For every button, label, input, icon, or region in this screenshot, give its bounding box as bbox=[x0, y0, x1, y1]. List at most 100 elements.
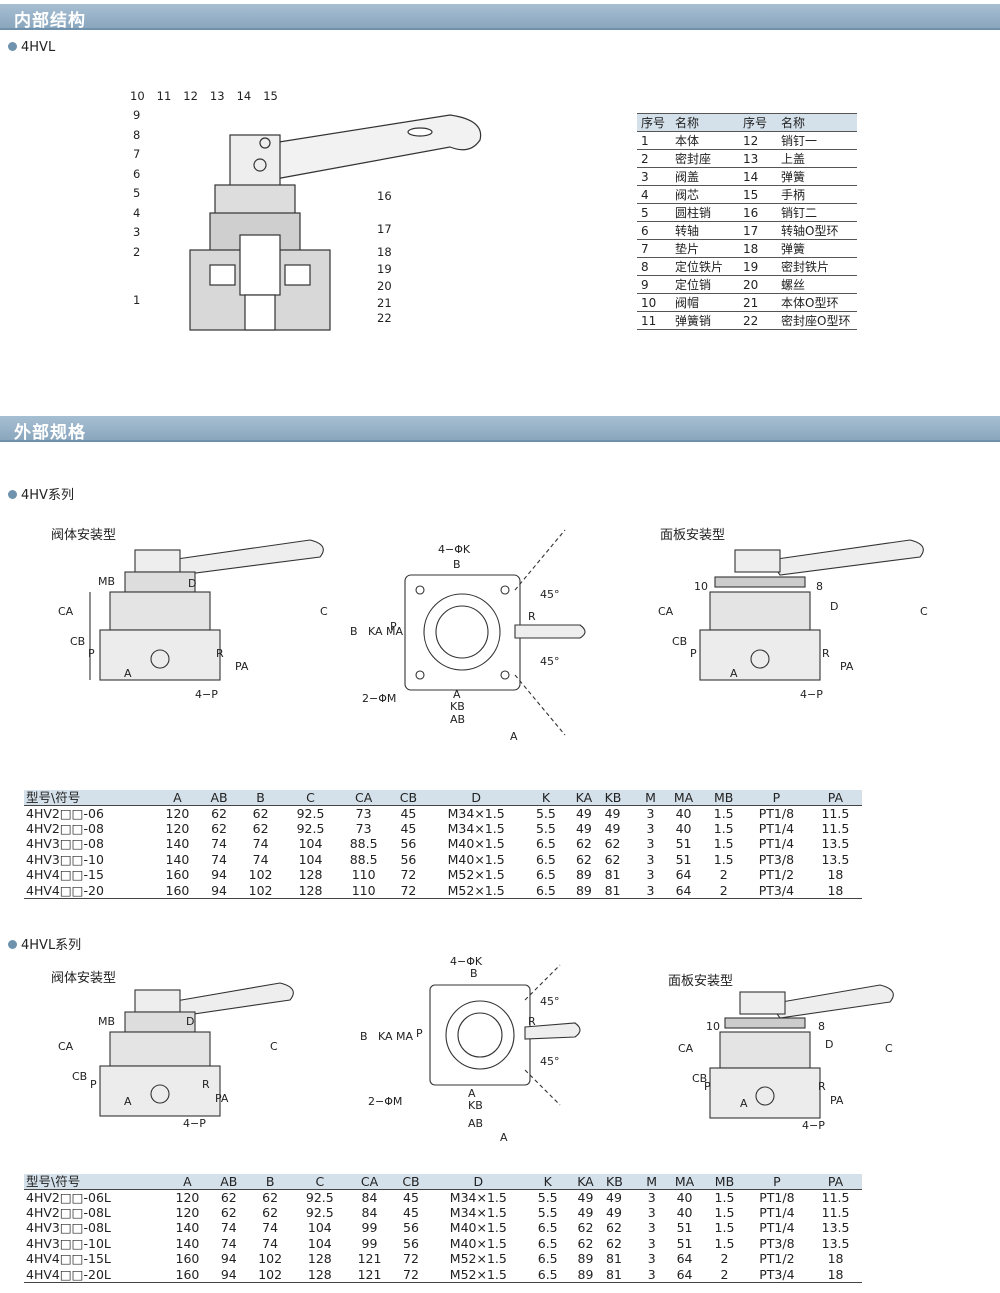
table-cell: PT1/4 bbox=[759, 1204, 795, 1220]
table-cell: 11 bbox=[637, 311, 671, 330]
spec-header-cell: P bbox=[744, 1174, 810, 1190]
spec-header-cell: CB bbox=[392, 1174, 430, 1190]
table-cell: 3 bbox=[646, 836, 655, 852]
table-cell: 2 bbox=[720, 1251, 729, 1267]
table-cell: 密封座 bbox=[671, 149, 739, 168]
table-cell: 3 bbox=[647, 1235, 656, 1251]
table-cell: 40 bbox=[675, 805, 692, 821]
dim-p: P bbox=[704, 1080, 711, 1093]
table-cell: 128 bbox=[307, 1251, 332, 1267]
table-cell: 128 bbox=[284, 883, 338, 899]
dim-p: P bbox=[88, 647, 95, 660]
dim-r: R bbox=[202, 1078, 210, 1091]
callout-number: 14 bbox=[236, 89, 252, 103]
subtitle-4hvl: 4HVL bbox=[8, 40, 55, 55]
spec-header-cell: M bbox=[638, 1174, 665, 1190]
table-cell: 84 bbox=[361, 1189, 378, 1205]
dim-port: 4−P bbox=[802, 1119, 825, 1132]
dim-d: D bbox=[825, 1038, 833, 1051]
table-cell: 62 bbox=[577, 1235, 594, 1251]
table-cell: 94 bbox=[220, 1251, 237, 1267]
table-cell: 128 bbox=[298, 867, 323, 883]
table-cell: 8 bbox=[637, 257, 671, 276]
table-cell: 密封铁片 bbox=[777, 257, 857, 276]
dim-b-sym: B bbox=[470, 967, 478, 980]
table-cell: 89 bbox=[567, 1267, 604, 1283]
table-cell: 81 bbox=[601, 883, 638, 899]
table-cell: 72 bbox=[392, 1267, 430, 1283]
table-cell: 3 bbox=[637, 167, 671, 186]
table-cell: 160 bbox=[154, 883, 201, 899]
table-cell: 4HV2□□-08L bbox=[26, 1204, 111, 1220]
table-cell: 销钉二 bbox=[777, 203, 857, 222]
table-cell: 62 bbox=[604, 836, 621, 852]
table-cell: 120 bbox=[165, 805, 190, 821]
table-cell: 92.5 bbox=[296, 805, 325, 821]
table-cell: PT1/4 bbox=[758, 836, 795, 852]
callout-number: 8 bbox=[133, 127, 141, 142]
spec-header-cell: M bbox=[637, 790, 664, 806]
table-cell: 转轴 bbox=[671, 221, 739, 240]
4hv-body-mount-view: CA CB MB D P R PA 4−P C A bbox=[58, 539, 328, 701]
parts-header-cell: 名称 bbox=[777, 113, 857, 132]
dim-c: C bbox=[320, 605, 328, 618]
callout-number: 6 bbox=[133, 166, 141, 181]
table-cell: 45 bbox=[403, 1189, 419, 1205]
port-box-label: A bbox=[124, 667, 132, 680]
table-cell: 2 bbox=[703, 883, 744, 899]
table-cell: 62 bbox=[577, 1220, 594, 1236]
table-cell: 20 bbox=[739, 275, 777, 294]
table-cell: PT3/4 bbox=[744, 883, 809, 899]
callout-number: 19 bbox=[377, 262, 392, 276]
table-cell: 13.5 bbox=[821, 1235, 850, 1251]
dim-2m: 2−ΦM bbox=[362, 692, 396, 705]
table-cell: 64 bbox=[675, 867, 692, 883]
dim-d: D bbox=[188, 577, 196, 590]
spec-header-cell: D bbox=[429, 1174, 528, 1190]
table-cell: 螺丝 bbox=[777, 275, 857, 294]
table-cell: 4HV2□□-06L bbox=[26, 1189, 111, 1205]
table-cell: M34×1.5 bbox=[447, 820, 505, 836]
dim-45-bot: 45° bbox=[540, 655, 560, 668]
dim-r-top: R bbox=[528, 1015, 536, 1028]
table-cell: 3 bbox=[647, 1204, 656, 1220]
table-cell: 11.5 bbox=[821, 805, 850, 821]
table-cell: 140 bbox=[175, 1235, 200, 1251]
bullet-icon bbox=[8, 42, 17, 51]
table-cell: PT1/8 bbox=[758, 805, 795, 821]
callout-number: 1 bbox=[133, 292, 141, 307]
spec-header-cell: MB bbox=[703, 790, 744, 806]
table-cell: 62 bbox=[220, 1204, 237, 1220]
table-cell: 104 bbox=[307, 1220, 332, 1236]
dim-c: C bbox=[270, 1040, 278, 1053]
table-cell: M34×1.5 bbox=[449, 1204, 507, 1220]
table-cell: 49 bbox=[575, 805, 592, 821]
table-cell: 74 bbox=[252, 851, 269, 867]
table-cell: 手柄 bbox=[777, 185, 857, 204]
dim-r-top: R bbox=[528, 610, 536, 623]
spec-header-cell: A bbox=[154, 790, 201, 806]
table-cell: 1.5 bbox=[713, 836, 734, 852]
table-cell: 73 bbox=[355, 820, 372, 836]
dim-port: 4−P bbox=[800, 688, 823, 701]
table-cell: 45 bbox=[400, 805, 417, 821]
callout-number: 13 bbox=[209, 89, 225, 103]
spec-header-cell: B bbox=[246, 1174, 294, 1190]
table-cell: 10 bbox=[637, 293, 671, 312]
4hv-panel-mount-view: CA CB 10 8 D P R PA 4−P C A bbox=[658, 539, 928, 701]
table-cell: 72 bbox=[390, 883, 427, 899]
dim-10: 10 bbox=[706, 1020, 720, 1033]
table-cell: M52×1.5 bbox=[449, 1251, 507, 1267]
table-cell: 4HV4□□-20 bbox=[24, 883, 155, 899]
table-cell: 11.5 bbox=[821, 1189, 850, 1205]
4hvl-top-view: 4−ΦK B B KA MA 2−ΦM A KB AB A 45° 45° P … bbox=[360, 955, 581, 1144]
dim-pa: PA bbox=[830, 1094, 844, 1107]
